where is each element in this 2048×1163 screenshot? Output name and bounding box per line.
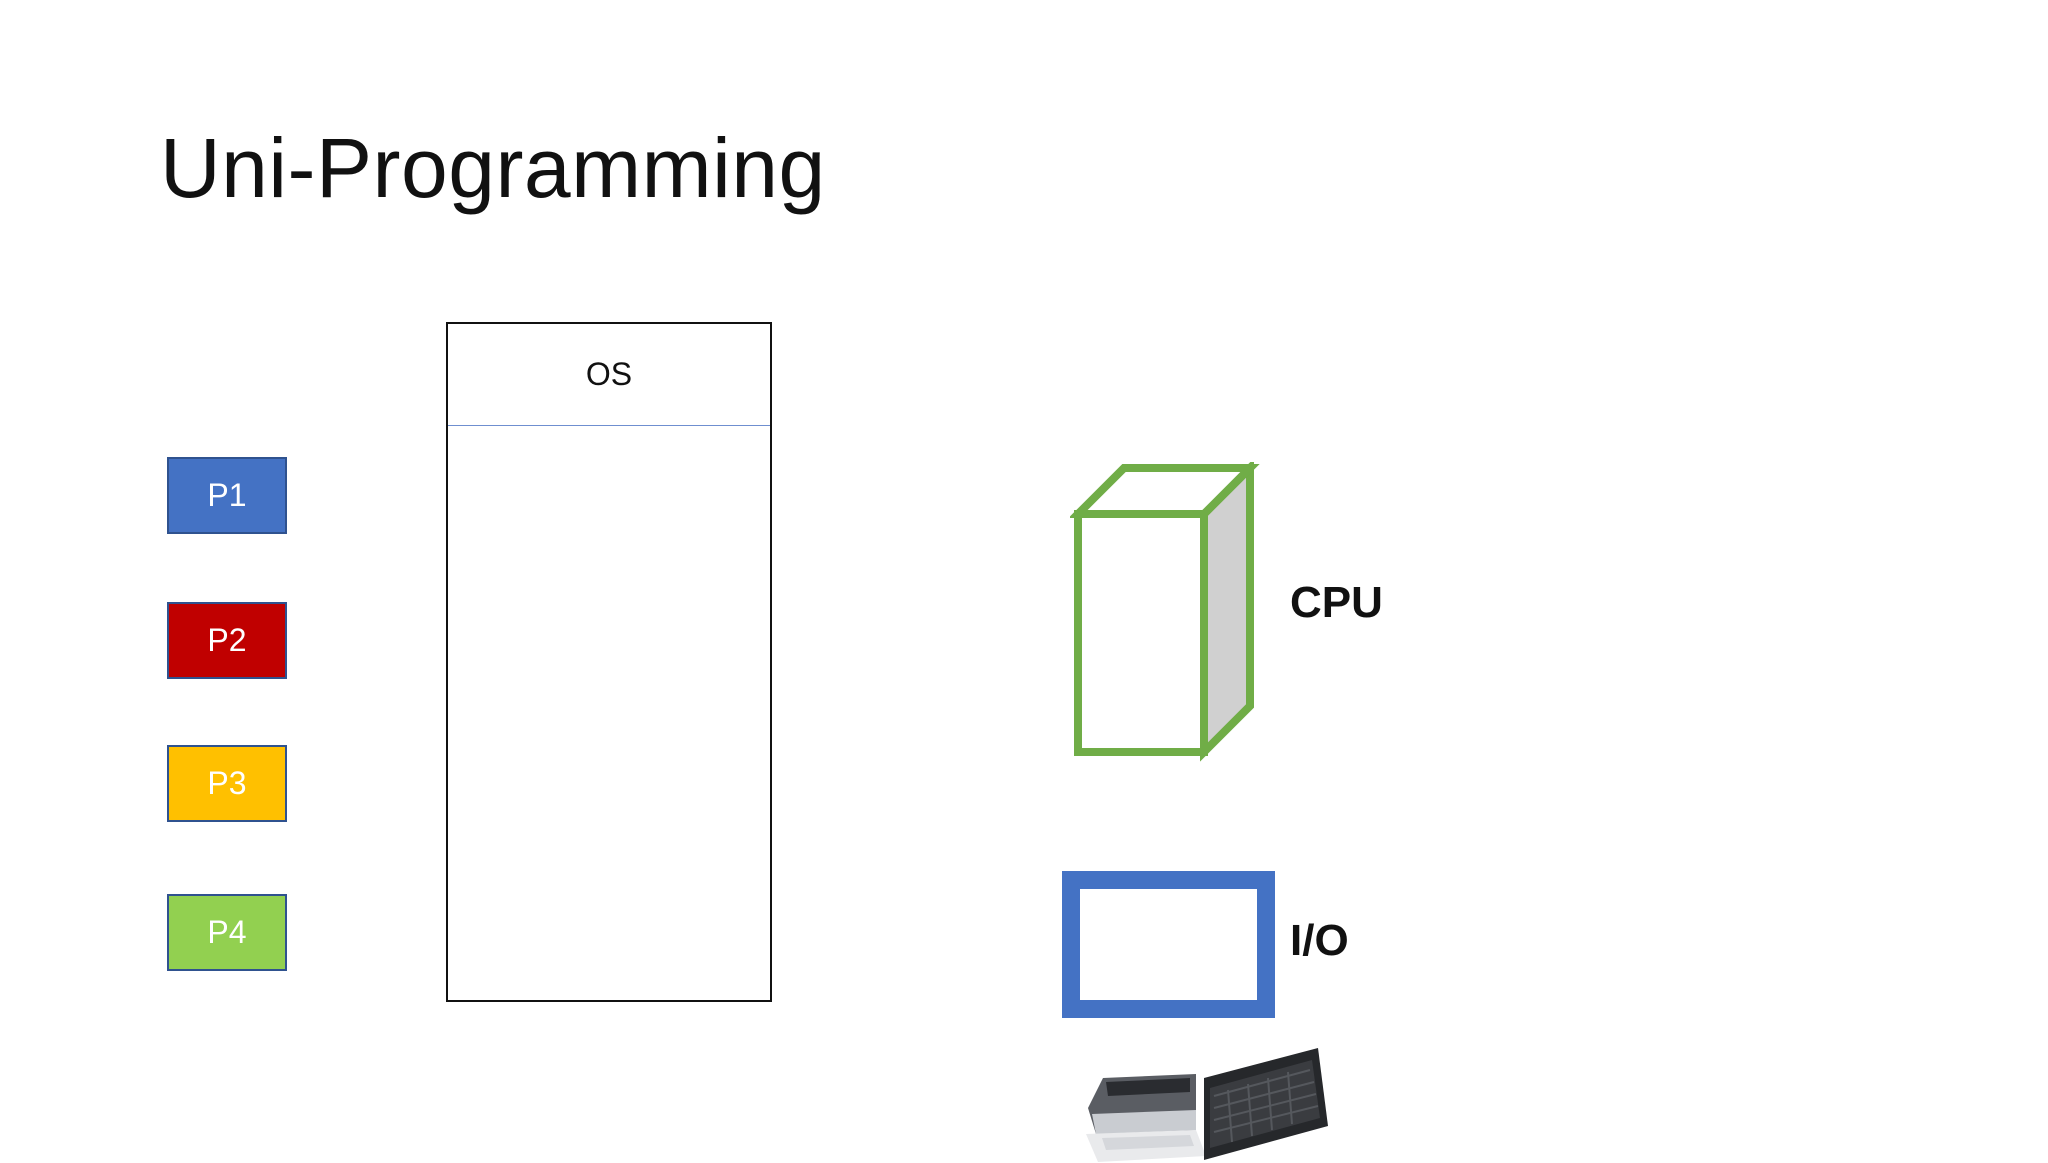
printer-icon — [1086, 1074, 1206, 1162]
memory-user-region — [448, 426, 770, 1000]
cpu-label: CPU — [1290, 578, 1383, 627]
process-p2-label: P2 — [207, 622, 247, 658]
slide-title: Uni-Programming — [160, 121, 826, 215]
cpu-icon — [1070, 462, 1260, 762]
process-p3: P3 — [167, 745, 287, 822]
process-p3-label: P3 — [207, 765, 247, 801]
keyboard-icon — [1204, 1048, 1328, 1160]
process-p1-label: P1 — [207, 477, 247, 513]
process-p4-label: P4 — [207, 914, 247, 950]
memory-os-label: OS — [585, 356, 633, 392]
io-devices — [1086, 1048, 1328, 1162]
main-memory: OS — [446, 322, 772, 1002]
process-p1: P1 — [167, 457, 287, 534]
memory-os-region: OS — [448, 324, 770, 426]
process-p2: P2 — [167, 602, 287, 679]
cpu-front-face — [1074, 510, 1208, 756]
io-device-frame — [1062, 871, 1275, 1018]
process-p4: P4 — [167, 894, 287, 971]
io-label: I/O — [1290, 916, 1349, 965]
